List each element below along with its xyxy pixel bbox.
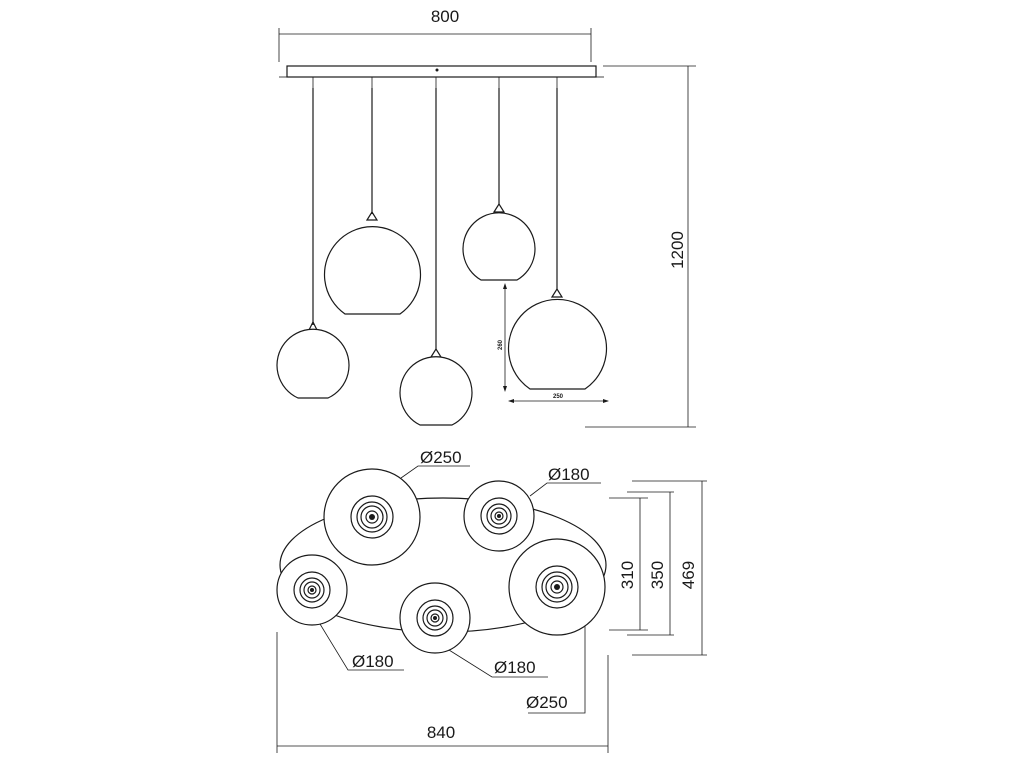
leader-diameter-2: Ø180	[529, 465, 601, 497]
shade-disc-3	[276, 554, 348, 626]
glass-globe-small	[399, 356, 473, 426]
globe-width-dimension: 250	[508, 394, 609, 403]
depth-dimensions: 310 350 469	[609, 480, 707, 656]
diameter-label: Ø180	[494, 658, 536, 677]
top-view: Ø250 Ø180 Ø180 Ø180 Ø250	[276, 448, 707, 753]
pendant-4	[462, 77, 536, 281]
shade-disc-4	[399, 582, 471, 654]
pendant-1	[276, 77, 350, 399]
front-height-dimension: 1200	[585, 65, 696, 428]
front-width-label: 800	[431, 7, 459, 26]
front-view: 800	[276, 7, 696, 428]
pendant-2	[323, 77, 422, 315]
globe-height-dimension: 260	[498, 283, 507, 392]
depth-label-469: 469	[679, 561, 698, 589]
pendant-5	[507, 77, 608, 390]
leader-diameter-4: Ø180	[448, 649, 548, 678]
ceiling-canopy	[279, 65, 604, 78]
leader-diameter-1: Ø250	[400, 448, 470, 479]
diameter-label: Ø250	[420, 448, 462, 467]
depth-label-310: 310	[618, 561, 637, 589]
glass-globe-large	[507, 298, 608, 390]
globe-height-label: 260	[498, 339, 504, 350]
globe-width-label: 250	[553, 394, 564, 400]
front-width-dimension: 800	[278, 7, 592, 62]
depth-label-350: 350	[648, 561, 667, 589]
glass-globe-small	[462, 212, 536, 281]
glass-globe-large	[323, 226, 422, 315]
top-width-label: 840	[427, 723, 455, 742]
top-width-dimension: 840	[276, 632, 609, 753]
diameter-label: Ø180	[548, 465, 590, 484]
diameter-label: Ø250	[526, 693, 568, 712]
shade-disc-1	[323, 468, 421, 566]
front-height-label: 1200	[668, 231, 687, 269]
shade-disc-2	[463, 480, 535, 552]
pendant-3	[399, 77, 473, 426]
diameter-label: Ø180	[352, 652, 394, 671]
leader-diameter-5: Ø250	[526, 626, 586, 714]
leader-diameter-3: Ø180	[319, 623, 404, 671]
shade-disc-5	[508, 538, 606, 636]
glass-globe-small	[276, 328, 350, 399]
